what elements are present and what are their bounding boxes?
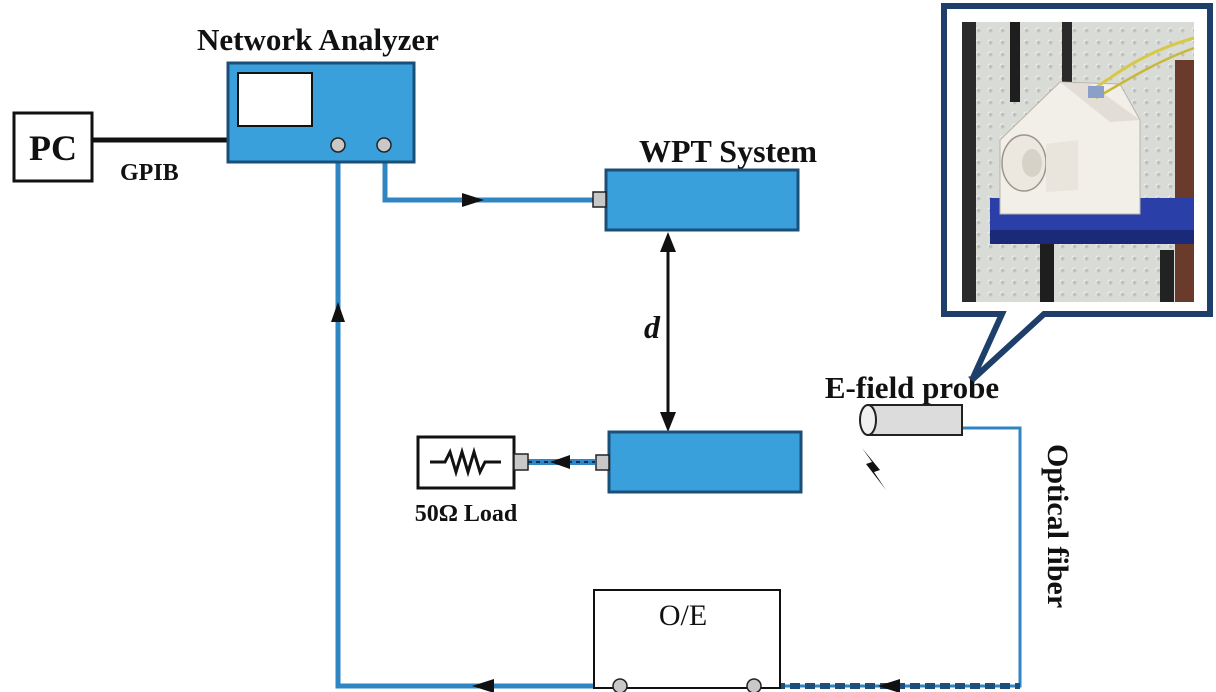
return-arrow-vertical [331,302,345,322]
probe-photo [962,22,1195,302]
wpt-transmitter-box [604,168,800,232]
analyzer-port-in [330,137,346,153]
polarization-icon [862,448,886,490]
oe-port-out [612,678,628,692]
load-port [513,453,529,471]
gpib-label: GPIB [120,160,179,186]
probe-photo-callout [941,3,1213,383]
tx-cable [382,150,593,203]
analyzer-port-out [376,137,392,153]
tx-arrow [462,193,484,207]
load-arrow [550,455,570,469]
pc-box [12,111,94,183]
oe-port-in [746,678,762,692]
oe-label: O/E [659,599,707,632]
return-cable [335,150,620,689]
wpt-system-label: WPT System [639,133,817,169]
pc-label: PC [29,128,77,168]
wpt-receiver-box [607,430,803,494]
wpt-receiver-port [595,454,610,471]
analyzer-screen [237,72,313,127]
load-label: 50Ω Load [415,501,518,527]
optical-fiber-label: Optical fiber [1041,444,1074,608]
distance-label: d [644,309,661,345]
oe-box [593,589,781,689]
wpt-transmitter-port [592,191,607,208]
probe-label: E-field probe [825,370,999,405]
return-arrow-horizontal [472,679,494,692]
network-analyzer-label: Network Analyzer [197,22,439,57]
probe-icon [859,404,963,436]
fiber-arrow [878,679,900,692]
resistor-icon [430,446,501,478]
